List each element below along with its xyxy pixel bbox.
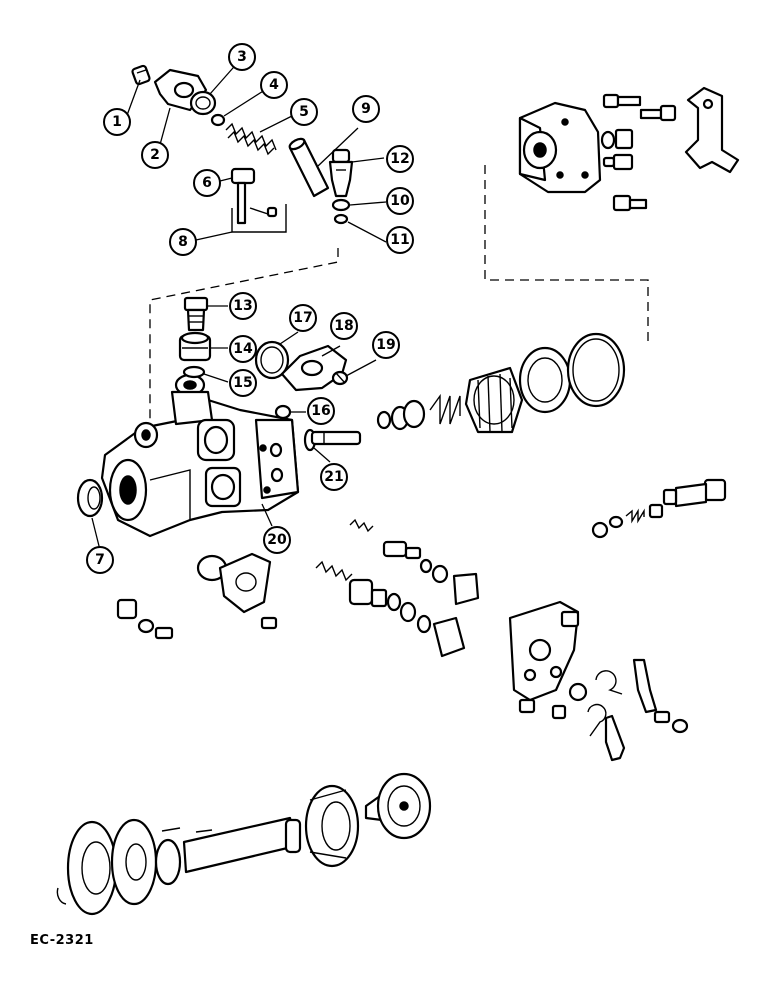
callout-19: 19 <box>372 331 400 359</box>
part-15-washer <box>182 365 206 379</box>
governor-cage <box>464 366 524 434</box>
svg-text:6: 6 <box>202 175 212 191</box>
part-6-pin <box>230 167 256 225</box>
end-housing <box>518 101 602 194</box>
part-4-washer <box>210 113 226 127</box>
right-small-parts <box>591 503 664 539</box>
part-17-oring <box>254 340 290 380</box>
governor-spacers <box>376 399 426 431</box>
valve-upper <box>382 540 480 606</box>
callout-18: 18 <box>330 312 358 340</box>
svg-text:1: 1 <box>112 114 122 130</box>
callout-12: 12 <box>386 145 414 173</box>
svg-text:17: 17 <box>293 310 312 326</box>
spring-lower <box>315 560 353 582</box>
svg-text:12: 12 <box>390 151 409 167</box>
callout-14: 14 <box>229 335 257 363</box>
callout-8: 8 <box>169 228 197 256</box>
lever-assembly <box>508 600 689 762</box>
pump-body <box>100 373 300 538</box>
part-7-seal <box>76 478 104 518</box>
svg-text:3: 3 <box>237 49 247 65</box>
part-13-plug <box>183 296 209 332</box>
part-12-valve <box>328 148 354 198</box>
callout-4: 4 <box>260 71 288 99</box>
large-oring <box>566 332 626 408</box>
part-9-sleeve <box>288 137 330 198</box>
bolt-top-1 <box>602 93 642 109</box>
callout-5: 5 <box>290 98 318 126</box>
drive-shaft-assembly <box>56 772 432 916</box>
svg-text:9: 9 <box>361 101 371 117</box>
callout-13: 13 <box>229 292 257 320</box>
callout-9: 9 <box>352 95 380 123</box>
svg-text:10: 10 <box>390 193 410 209</box>
svg-text:14: 14 <box>233 341 253 357</box>
callout-6: 6 <box>193 169 221 197</box>
callout-16: 16 <box>307 397 335 425</box>
callout-2: 2 <box>141 141 169 169</box>
part-18-cover-plate <box>280 344 348 392</box>
svg-text:2: 2 <box>150 147 160 163</box>
svg-text:15: 15 <box>233 375 252 391</box>
bracket-top-right <box>684 86 740 174</box>
valve-lower <box>348 578 466 658</box>
figure-code: EC-2321 <box>30 933 94 948</box>
cover-left-center <box>196 552 272 614</box>
governor-plate <box>518 346 572 414</box>
callout-20: 20 <box>263 526 291 554</box>
leader-lines <box>91 59 387 551</box>
alignment-lines <box>149 165 649 420</box>
callout-10: 10 <box>386 187 414 215</box>
part-11-washer <box>333 213 349 225</box>
governor-spring <box>429 393 461 425</box>
callout-3: 3 <box>228 43 256 71</box>
svg-text:8: 8 <box>178 234 188 250</box>
screw-top-1 <box>602 153 634 171</box>
part-16-plug <box>274 404 292 420</box>
svg-text:13: 13 <box>233 298 252 314</box>
left-small-parts <box>116 598 174 640</box>
svg-text:20: 20 <box>267 532 287 548</box>
small-spring-upper <box>349 518 374 533</box>
svg-text:4: 4 <box>269 77 279 93</box>
callout-7: 7 <box>86 546 114 574</box>
svg-text:18: 18 <box>334 318 353 334</box>
svg-text:7: 7 <box>95 552 105 568</box>
svg-text:19: 19 <box>376 337 395 353</box>
svg-text:11: 11 <box>390 232 409 248</box>
part-5-spring <box>225 122 277 156</box>
fitting-top <box>600 128 634 150</box>
callout-21: 21 <box>320 463 348 491</box>
part-1-screw <box>131 64 151 86</box>
screw-top-2 <box>612 194 648 212</box>
screw-center <box>260 616 278 630</box>
part-14-holder <box>178 331 212 362</box>
svg-text:5: 5 <box>299 104 309 120</box>
svg-text:16: 16 <box>311 403 330 419</box>
callout-11: 11 <box>386 226 414 254</box>
part-10-oring <box>331 198 351 212</box>
right-fitting <box>662 478 727 508</box>
part-19-screw <box>331 370 349 386</box>
part-21-shaft <box>303 428 362 452</box>
svg-text:21: 21 <box>324 469 343 485</box>
callout-17: 17 <box>289 304 317 332</box>
part-8-small-parts <box>231 204 287 233</box>
callout-1: 1 <box>103 108 131 136</box>
bolt-top-2 <box>639 104 677 122</box>
callout-15: 15 <box>229 369 257 397</box>
part-3-ring <box>189 90 217 116</box>
